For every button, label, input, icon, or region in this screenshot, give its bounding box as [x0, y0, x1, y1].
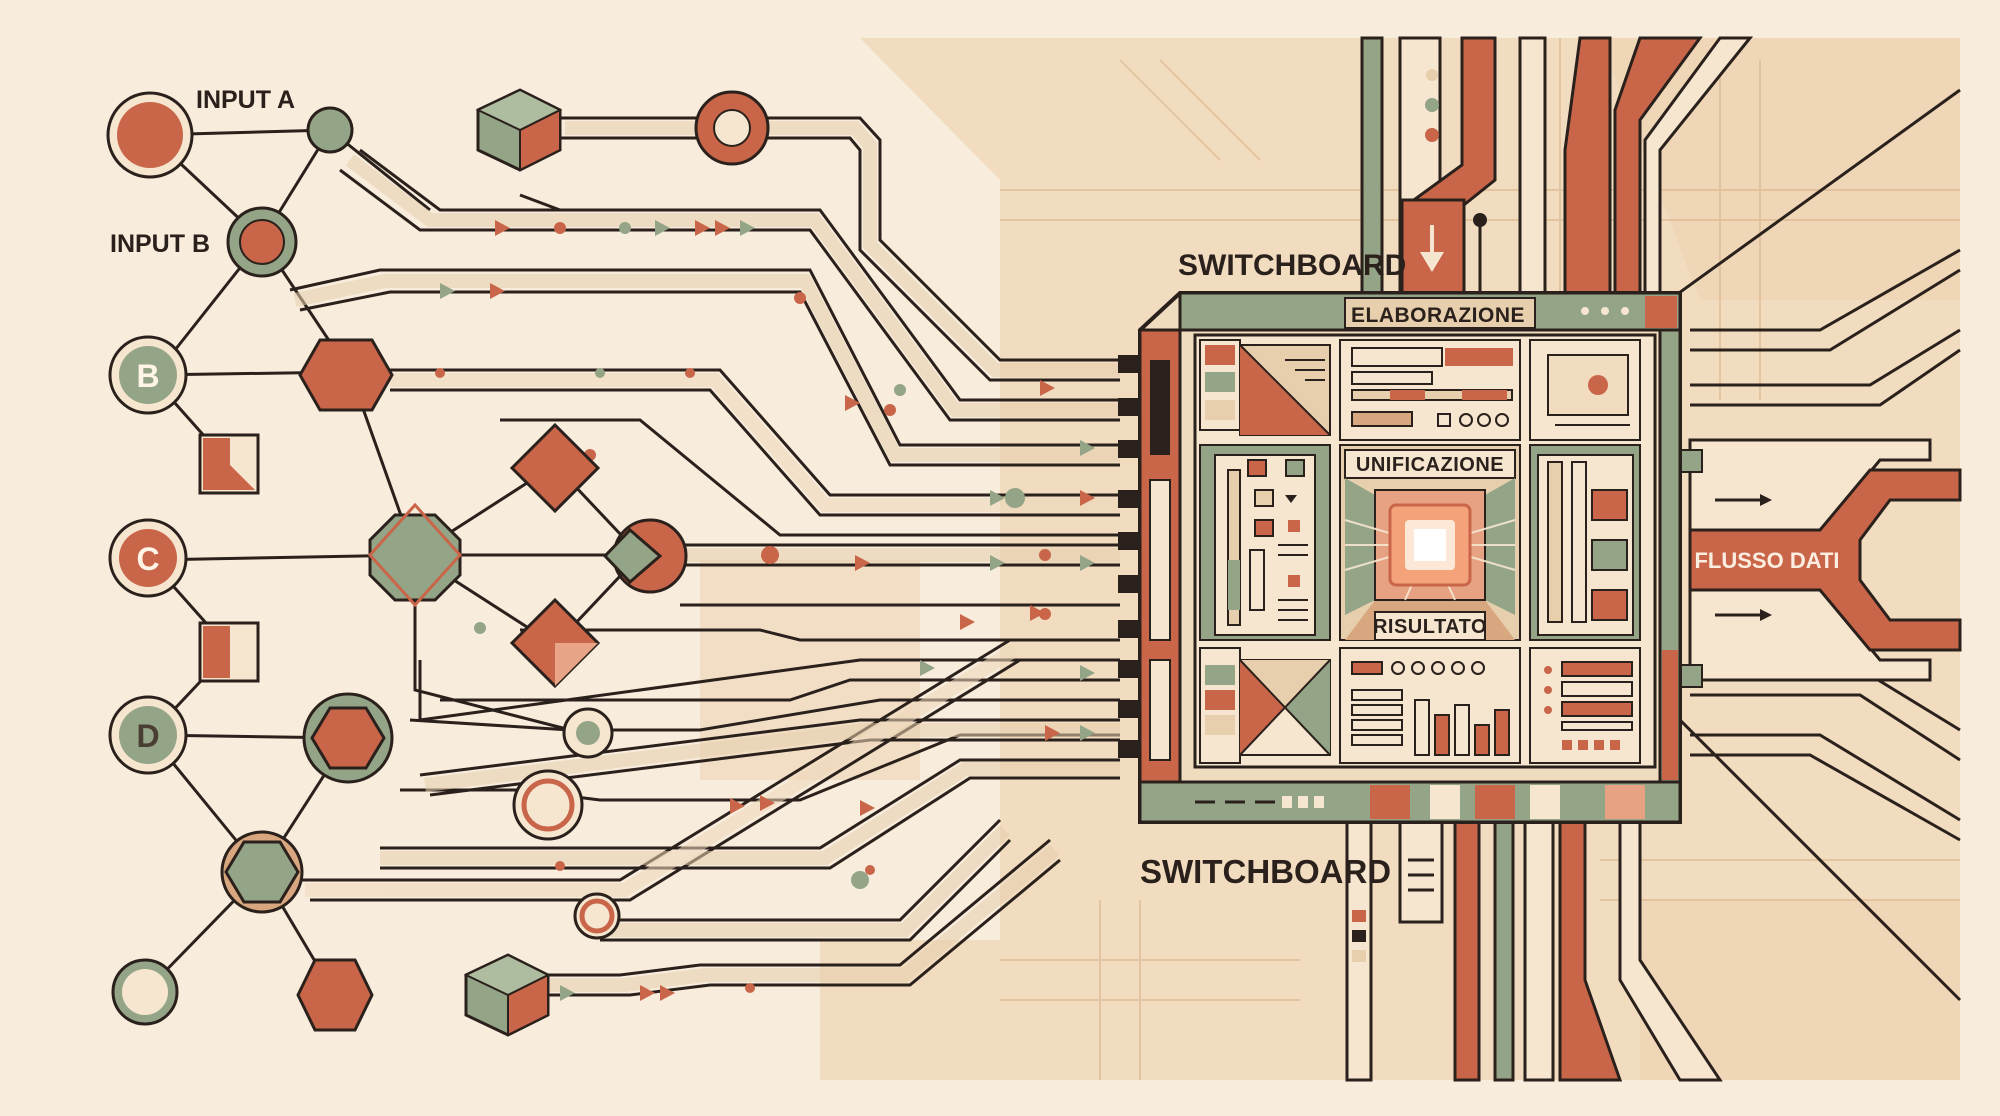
output-channels: FLUSSO DATI	[1598, 88, 1962, 1002]
ring-node-top[interactable]	[694, 90, 770, 166]
node-c-label: C	[136, 541, 159, 577]
unificazione-label: UNIFICAZIONE	[1356, 454, 1504, 476]
hexagon-node-low[interactable]	[220, 830, 304, 914]
chip-core-icon	[1388, 503, 1472, 587]
chip-pins-left	[1118, 355, 1140, 758]
flag-square-2	[198, 621, 260, 683]
cube-icon[interactable]	[475, 88, 563, 172]
elaborazione-label: ELABORAZIONE	[1351, 304, 1525, 327]
diamond-node-right[interactable]	[602, 518, 688, 594]
cube-node-bottom[interactable]	[463, 953, 551, 1037]
hexagon-icon[interactable]	[298, 338, 394, 412]
input-a-label: INPUT A	[196, 86, 295, 114]
node-b-label: B	[136, 358, 159, 394]
node-d[interactable]: D	[108, 695, 188, 775]
node-sage-small[interactable]	[306, 106, 354, 154]
hub-octagon[interactable]	[367, 502, 463, 608]
lane-tokens	[435, 220, 1095, 1001]
hexagon-node-bottom[interactable]	[296, 958, 374, 1032]
risultato-label: RISULTATO	[1373, 616, 1487, 638]
hexagon-node-d[interactable]	[302, 692, 394, 784]
input-b-label: INPUT B	[110, 230, 210, 258]
flag-square-1	[198, 433, 260, 495]
vertical-feeds	[1345, 36, 1754, 1082]
ring-node-mid[interactable]	[562, 707, 614, 759]
switchboard-top-label: SWITCHBOARD	[1178, 249, 1406, 282]
left-labels: INPUT A INPUT B	[110, 86, 295, 258]
node-c[interactable]: C	[108, 518, 188, 598]
node-output-bottom[interactable]	[111, 958, 179, 1026]
diamond-icon[interactable]	[509, 422, 601, 514]
node-d-label: D	[136, 718, 159, 754]
diamond-node-lower[interactable]	[509, 597, 601, 689]
ring-node-bottom[interactable]	[573, 892, 621, 940]
input-a-node[interactable]	[106, 91, 194, 179]
node-b[interactable]: B	[108, 335, 188, 415]
switchboard-chip[interactable]: ELABORAZIONE	[1118, 291, 1703, 824]
data-lanes	[289, 116, 1120, 997]
ring-node-low[interactable]	[512, 769, 584, 841]
input-b-node[interactable]	[226, 206, 298, 278]
arrow-down-icon	[1420, 225, 1444, 272]
chip-pins-right	[1679, 449, 1703, 688]
input-nodes: B C D	[106, 88, 770, 1037]
switchboard-bottom-label: SWITCHBOARD	[1140, 853, 1391, 890]
flusso-dati-label: FLUSSO DATI	[1694, 548, 1839, 573]
